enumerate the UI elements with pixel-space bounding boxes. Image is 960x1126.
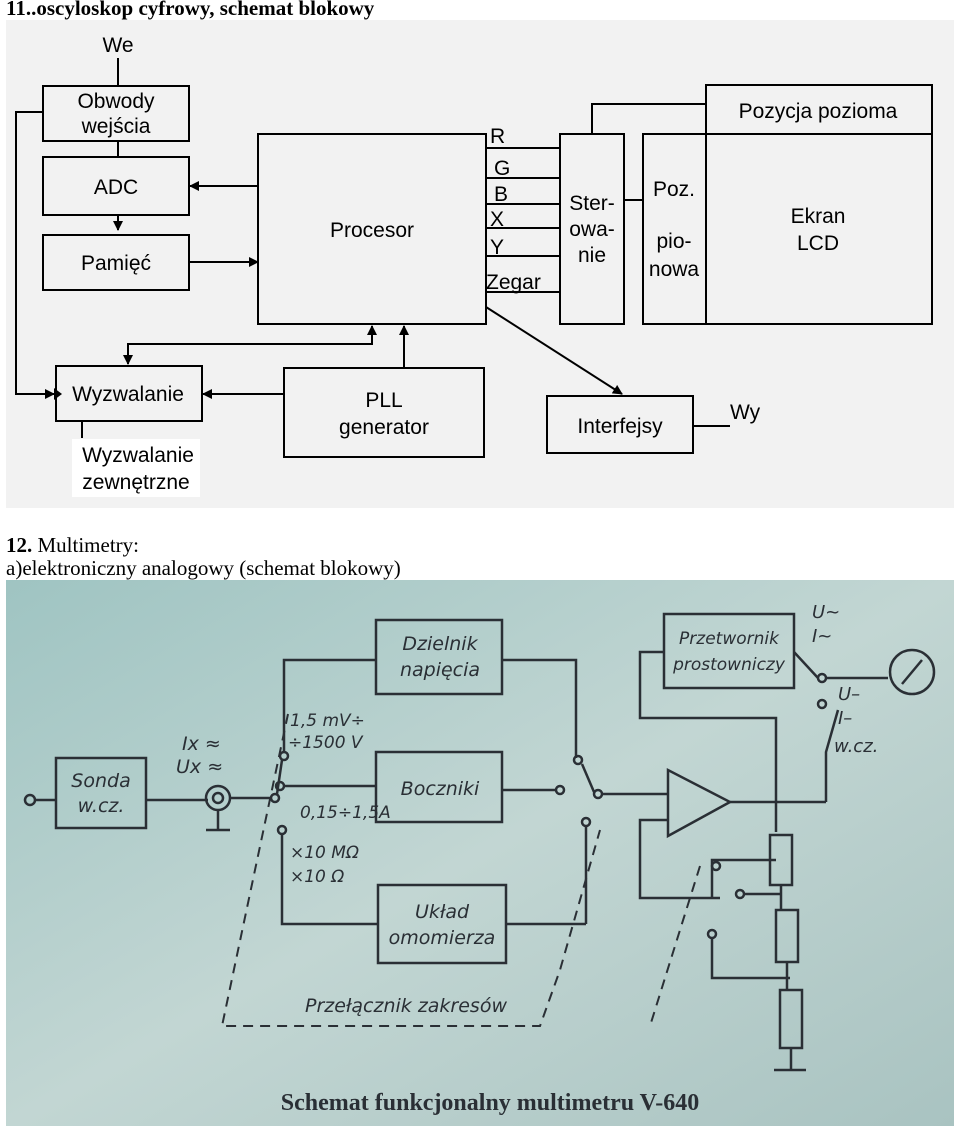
ac-label-2: I~ <box>812 626 832 647</box>
input-circuits-line1: Obwody <box>77 90 155 113</box>
section-11-number: 11. <box>6 0 32 20</box>
section-12-title: Multimetry: <box>37 533 140 557</box>
trigger-label: Wyzwalanie <box>72 383 184 406</box>
control-line2: owa- <box>569 218 615 241</box>
current-range: 0,15÷1,5A <box>300 803 391 823</box>
probe-line1: Sonda <box>71 770 130 792</box>
block-memory <box>42 234 190 291</box>
dc-label-2: I– <box>838 708 852 729</box>
interfaces-label: Interfejsy <box>577 415 663 438</box>
resistance-range-1: ×10 MΩ <box>290 843 359 863</box>
probe-line2: w.cz. <box>78 795 125 817</box>
signal-x: X <box>490 208 504 231</box>
voltage-range-1: 1,5 mV÷ <box>290 711 365 731</box>
vpos-line1: Poz. <box>653 178 695 201</box>
pll-line1: PLL <box>365 389 402 412</box>
signal-g: G <box>494 157 510 180</box>
ohmmeter-line2: omomierza <box>389 927 496 949</box>
input-label-1: Ix ≈ <box>182 733 221 755</box>
lcd-line1: Ekran <box>791 205 846 228</box>
control-line1: Ster- <box>569 192 615 215</box>
pll-line2: generator <box>339 416 429 439</box>
converter-line1: Przetwornik <box>679 629 780 649</box>
multimeter-functional-diagram: Sonda w.cz. Ix ≈ Ux ≈ Dzielnik napięcia … <box>6 580 954 1126</box>
control-line3: nie <box>578 244 606 267</box>
photo-background <box>6 580 954 1126</box>
output-label: Wy <box>730 401 761 424</box>
block-shunts <box>374 750 504 824</box>
divider-line1: Dzielnik <box>402 633 478 655</box>
signal-y: Y <box>490 236 504 259</box>
ext-trigger-line2: zewnętrzne <box>82 471 189 494</box>
hpos-label: Pozycja pozioma <box>739 100 898 123</box>
oscilloscope-block-diagram: We Obwody wejścia ADC Pamięć Procesor Wy… <box>6 20 954 508</box>
arrow-icon <box>54 388 62 400</box>
dc-label-1: U– <box>838 684 860 705</box>
block-input-circuits <box>42 85 190 142</box>
converter-line2: prostowniczy <box>672 655 786 675</box>
input-label-2: Ux ≈ <box>176 756 223 778</box>
input-label: We <box>102 34 133 57</box>
section-12-number: 12. <box>6 533 33 557</box>
ext-trigger-line1: Wyzwalanie <box>82 444 194 467</box>
lcd-line2: LCD <box>797 232 839 255</box>
input-circuits-line2: wejścia <box>81 115 151 138</box>
vpos-line3: nowa <box>649 258 700 281</box>
resistance-range-2: ×10 Ω <box>290 867 344 887</box>
range-switch-label: Przełącznik zakresów <box>305 995 507 1017</box>
block-adc <box>42 156 190 216</box>
ac-label-1: U~ <box>812 602 840 623</box>
section-12-heading: 12. Multimetry: <box>6 534 139 556</box>
block-interfaces <box>546 395 694 454</box>
shunts-label: Boczniki <box>401 778 480 800</box>
section-11-title: .oscyloskop cyfrowy, schemat blokowy <box>31 0 375 20</box>
block-probe <box>54 756 148 830</box>
block-control <box>559 133 625 325</box>
block-processor <box>257 133 487 325</box>
signal-b: B <box>494 183 508 206</box>
multimeter-caption: Schemat funkcjonalny multimetru V-640 <box>281 1090 699 1116</box>
section-11-heading: 11..oscyloskop cyfrowy, schemat blokowy <box>6 0 374 19</box>
block-horizontal-position <box>705 84 933 135</box>
meter-gauge-icon <box>888 648 936 696</box>
ohmmeter-line1: Układ <box>415 901 470 923</box>
adc-label: ADC <box>94 176 138 199</box>
vpos-line2: pio- <box>656 230 691 253</box>
signal-clock: Zegar <box>486 271 541 294</box>
signal-r: R <box>490 125 505 148</box>
voltage-range-2: ÷1500 V <box>288 733 364 753</box>
memory-label: Pamięć <box>81 252 151 275</box>
section-12-subtitle: a)elektroniczny analogowy (schemat bloko… <box>6 556 401 580</box>
block-voltage-divider <box>374 618 504 696</box>
hf-label: w.cz. <box>834 736 878 757</box>
amplifier-icon <box>666 767 733 839</box>
block-pll <box>283 367 485 458</box>
processor-label: Procesor <box>330 219 414 242</box>
divider-line2: napięcia <box>400 659 480 681</box>
diagram-background <box>6 20 954 508</box>
